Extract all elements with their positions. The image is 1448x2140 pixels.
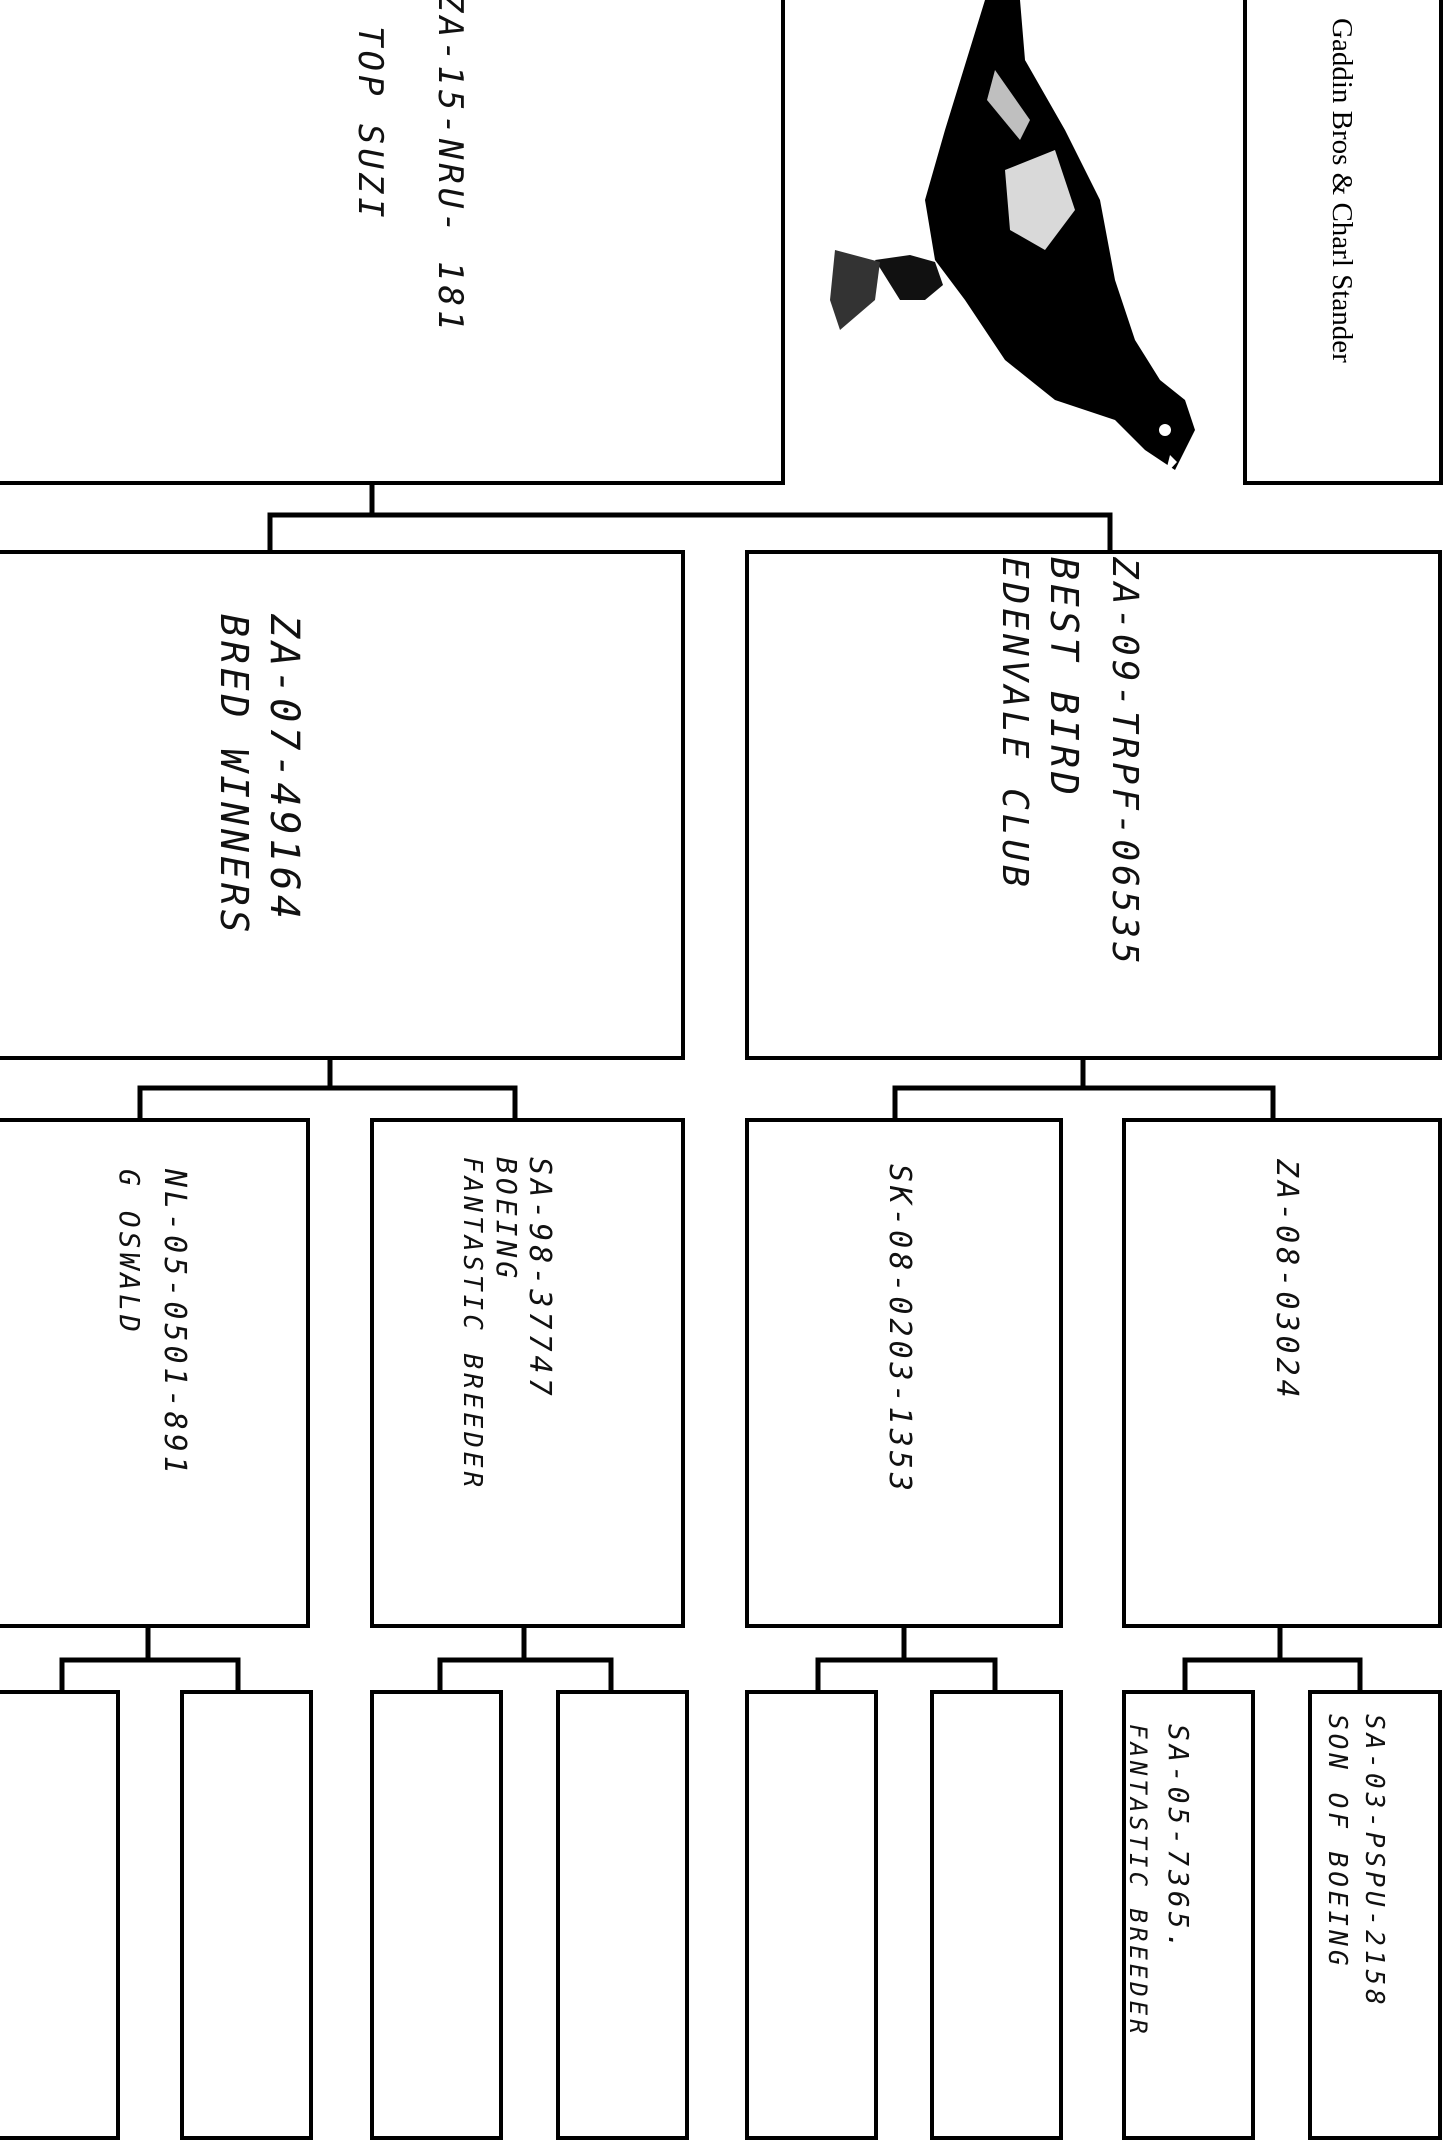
dam-sire-line2: FANTASTIC BREEDER xyxy=(452,1157,492,1577)
sire-sire-ring: ZA-08-03024 xyxy=(1264,1159,1308,1579)
subject-ring: ZA-15-NRU- 181 xyxy=(428,0,472,392)
gg-box-7[interactable]: SA-05-7365. FANTASTIC BREEDER xyxy=(1122,1690,1255,2140)
subject-box[interactable]: ZA-15-NRU- 181 TOP SUZI xyxy=(0,0,785,485)
sire-dam-box[interactable]: SK-08-0203-1353 xyxy=(745,1118,1063,1628)
subject-name: TOP SUZI xyxy=(348,26,392,346)
sire-box[interactable]: ZA-09-TRPF-06535 BEST BIRD EDENVALE CLUB xyxy=(745,550,1442,1060)
gg-8-ring: SA-03-PSPU-2158 xyxy=(1354,1714,1394,2074)
sire-line1: BEST BIRD xyxy=(1041,557,1087,1047)
gg-box-2[interactable] xyxy=(180,1690,313,2140)
breeder-box: Gaddin Bros & Charl Stander xyxy=(1243,0,1443,485)
sire-sire-box[interactable]: ZA-08-03024 xyxy=(1122,1118,1442,1628)
sire-line2: EDENVALE CLUB xyxy=(991,557,1037,1047)
breeder-name: Gaddin Bros & Charl Stander xyxy=(1322,18,1362,458)
sire-ring: ZA-09-TRPF-06535 xyxy=(1101,557,1147,1047)
gg-box-4[interactable] xyxy=(556,1690,689,2140)
gg-7-line1: FANTASTIC BREEDER xyxy=(1118,1724,1158,2064)
dam-sire-box[interactable]: SA-98-37747 BOEING FANTASTIC BREEDER xyxy=(370,1118,685,1628)
dam-box[interactable]: ZA-07-49164 BRED WINNERS xyxy=(0,550,685,1060)
sire-dam-ring: SK-08-0203-1353 xyxy=(877,1164,921,1584)
gg-7-ring: SA-05-7365. xyxy=(1158,1724,1198,2064)
dam-ring: ZA-07-49164 xyxy=(259,614,309,1014)
gg-box-8[interactable]: SA-03-PSPU-2158 SON OF BOEING xyxy=(1308,1690,1442,2140)
dam-dam-ring: NL-05-0501-891 xyxy=(152,1169,196,1569)
gg-8-line1: SON OF BOEING xyxy=(1317,1714,1357,2074)
dam-line1: BRED WINNERS xyxy=(209,614,259,1014)
dam-sire-line1: BOEING xyxy=(486,1157,526,1577)
gg-box-3[interactable] xyxy=(370,1690,503,2140)
gg-box-1[interactable] xyxy=(0,1690,120,2140)
pigeon-photo-icon xyxy=(815,0,1225,480)
gg-box-5[interactable] xyxy=(745,1690,878,2140)
gg-box-6[interactable] xyxy=(930,1690,1063,2140)
dam-dam-box[interactable]: NL-05-0501-891 G OSWALD xyxy=(0,1118,310,1628)
dam-dam-line1: G OSWALD xyxy=(107,1169,151,1569)
